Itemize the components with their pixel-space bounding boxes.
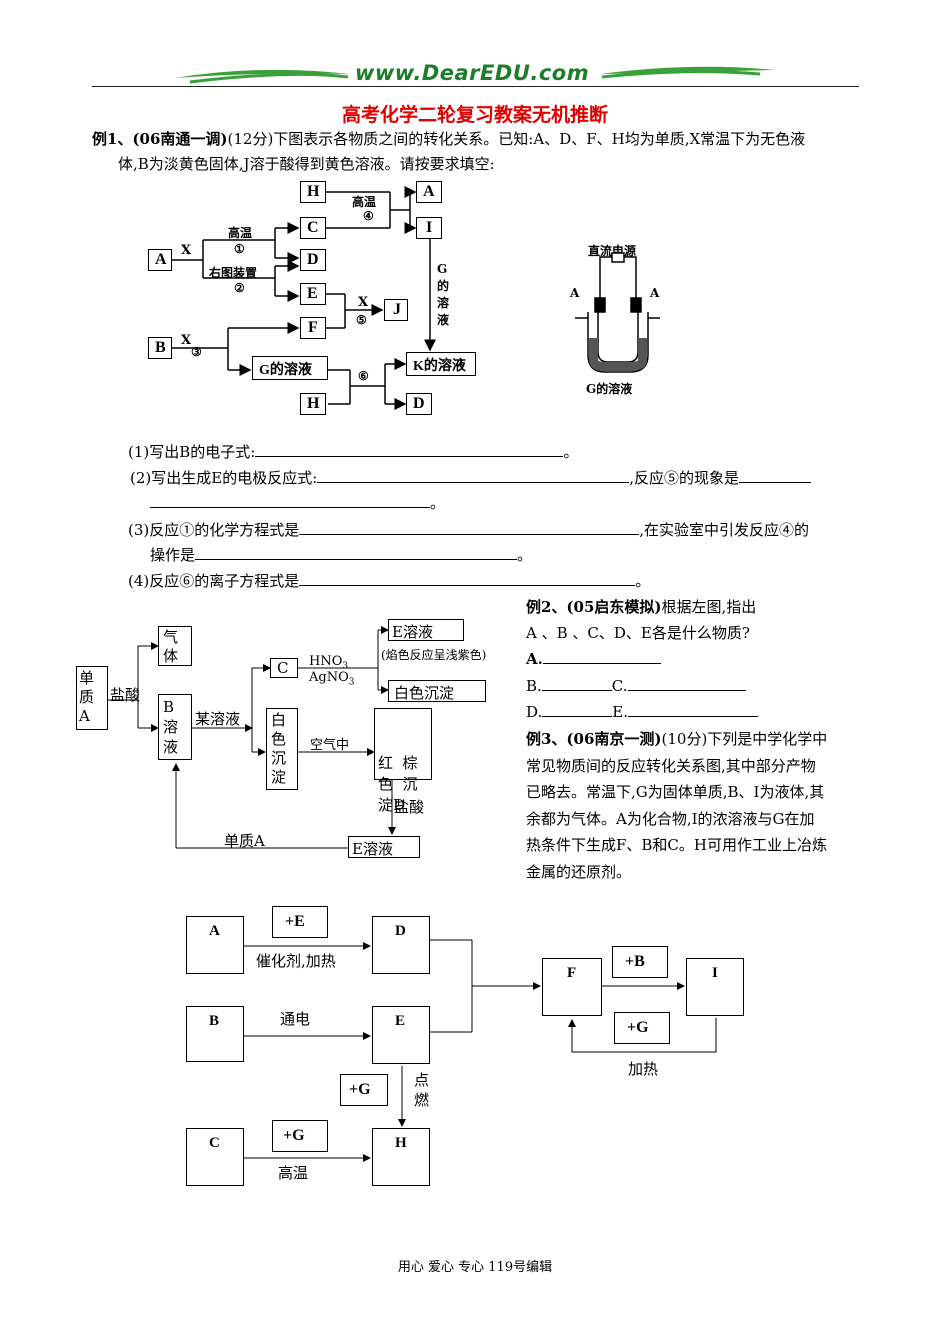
ex1-node-D2: D bbox=[406, 393, 432, 415]
ex3-label-electric: 通电 bbox=[280, 1010, 311, 1028]
ex1-node-C: C bbox=[300, 217, 326, 239]
ex3-label-high-temp: 高温 bbox=[278, 1164, 309, 1182]
ex3-label-heat: 加热 bbox=[628, 1060, 659, 1078]
ex1-label-c1: ① bbox=[234, 242, 245, 256]
ex3-reagent-plusB: +B bbox=[612, 946, 668, 978]
ex2-label-hno3: HNO3 bbox=[309, 654, 349, 672]
ex1-node-H: H bbox=[300, 181, 326, 203]
ex3-reagent-plusG3: +G bbox=[614, 1012, 670, 1044]
ex1-label-high-temp-1: 高温 bbox=[228, 226, 253, 240]
ex1-intro: 例1、(06南通一调)(12分)下图表示各物质之间的转化关系。已知:A、D、F、… bbox=[92, 130, 806, 148]
ex2-node-red-brown-D: 红 棕色 沉淀D bbox=[374, 708, 432, 814]
ex3-text: 例3、(06南京一测)(10分)下列是中学化学中 常见物质间的反应转化关系图,其… bbox=[526, 730, 828, 881]
ex2-label-flame: (焰色反应呈浅紫色) bbox=[381, 648, 487, 662]
ex1-node-E: E bbox=[300, 283, 326, 305]
ex2-answer-A: A. bbox=[526, 647, 661, 672]
ex3-node-E: E bbox=[372, 1006, 430, 1064]
ex3-reagent-plusE: +E bbox=[272, 906, 328, 938]
ex1-q3: (3)反应①的化学方程式是,在实验室中引发反应④的 bbox=[128, 518, 809, 543]
ex1-label-X1: X bbox=[181, 243, 192, 258]
apparatus-caption: G的溶液 bbox=[586, 382, 633, 396]
site-logo-text: www.DearEDU.com bbox=[355, 61, 590, 85]
ex3-node-H: H bbox=[372, 1128, 430, 1186]
ex3-label-ignite: 点燃 bbox=[414, 1071, 430, 1109]
ex2-label-agno3: AgNO3 bbox=[309, 670, 355, 688]
ex1-node-D: D bbox=[300, 249, 326, 271]
ex2-answer-BC: B.C. bbox=[526, 674, 746, 699]
ex1-label-c6: ⑥ bbox=[358, 369, 369, 383]
ex2-node-E-sol2: E溶液 bbox=[348, 836, 420, 858]
ex2-answer-DE: D.E. bbox=[526, 700, 758, 725]
ex3-node-C: C bbox=[186, 1128, 244, 1186]
ex1-label-c3: ③ bbox=[191, 345, 202, 359]
leaf-swoosh-logo bbox=[175, 66, 775, 84]
ex1-intro-2: 体,B为淡黄色固体,J溶于酸得到黄色溶液。请按要求填空: bbox=[118, 155, 495, 173]
ex1-q2: (2)写出生成E的电极反应式:,反应⑤的现象是 bbox=[130, 466, 812, 491]
ex3-reagent-plusG1: +G bbox=[340, 1074, 388, 1106]
ex2-label-hcl: 盐酸 bbox=[110, 686, 141, 704]
apparatus-left-electrode: A bbox=[570, 286, 580, 300]
ex1-node-J: J bbox=[384, 299, 408, 321]
ex2-label-single-A2: 单质A bbox=[224, 832, 265, 850]
ex2-label-air: 空气中 bbox=[310, 738, 350, 753]
ex1-label-fig-device: 右图装置 bbox=[209, 266, 258, 280]
ex3-node-F: F bbox=[542, 958, 602, 1016]
ex1-node-B: B bbox=[148, 337, 172, 359]
ex1-label-c4: ④ bbox=[363, 209, 374, 223]
ex1-node-I: I bbox=[416, 217, 442, 239]
ex1-node-K-sol: K的溶液 bbox=[406, 352, 476, 376]
ex3-node-D: D bbox=[372, 916, 430, 974]
ex1-q1: (1)写出B的电子式:。 bbox=[128, 440, 578, 465]
ex2-question: A 、B 、C、D、E各是什么物质? bbox=[526, 624, 750, 642]
ex3-reagent-plusG2: +G bbox=[272, 1120, 328, 1152]
apparatus-right-electrode: A bbox=[650, 286, 660, 300]
ex1-label-X2: X bbox=[358, 295, 369, 310]
ex2-node-C: C bbox=[270, 658, 298, 678]
header-divider bbox=[92, 86, 859, 87]
ex1-node-H2: H bbox=[300, 393, 326, 415]
ex1-label-c2: ② bbox=[234, 281, 245, 295]
ex2-node-white-ppt: 白色沉淀 bbox=[388, 680, 486, 702]
ex1-label-high-temp-4: 高温 bbox=[352, 195, 377, 209]
ex3-node-B: B bbox=[186, 1006, 244, 1062]
ex1-node-G-sol: G的溶液 bbox=[252, 356, 328, 380]
ex2-label-hcl2: 盐酸 bbox=[394, 798, 425, 816]
ex1-q3-cont: 操作是。 bbox=[150, 543, 532, 568]
ex3-label-catalyst: 催化剂,加热 bbox=[256, 952, 336, 970]
ex2-node-E-sol: E溶液 bbox=[388, 619, 464, 641]
ex1-node-F: F bbox=[300, 317, 326, 339]
page-footer: 用心 爱心 专心 119号编辑 bbox=[397, 1260, 553, 1275]
ex2-text: 例2、(05启东模拟)根据左图,指出 bbox=[526, 598, 757, 616]
ex1-label-c5: ⑤ bbox=[356, 313, 367, 327]
ex3-node-A: A bbox=[186, 916, 244, 974]
ex2-node-white-ppt-v: 白色沉淀 bbox=[266, 708, 298, 790]
ex2-node-gas: 气体 bbox=[158, 626, 192, 666]
ex2-label-some-sol: 某溶液 bbox=[195, 710, 241, 728]
ex1-node-A: A bbox=[148, 249, 172, 271]
ex1-node-A2: A bbox=[416, 181, 442, 203]
ex1-q4: (4)反应⑥的离子方程式是。 bbox=[128, 569, 650, 594]
ex1-label-X3: X bbox=[181, 333, 192, 348]
ex3-node-I: I bbox=[686, 958, 744, 1016]
ex1-q2-cont: 。 bbox=[150, 491, 445, 516]
page-title: 高考化学二轮复习教案无机推断 bbox=[341, 104, 608, 126]
